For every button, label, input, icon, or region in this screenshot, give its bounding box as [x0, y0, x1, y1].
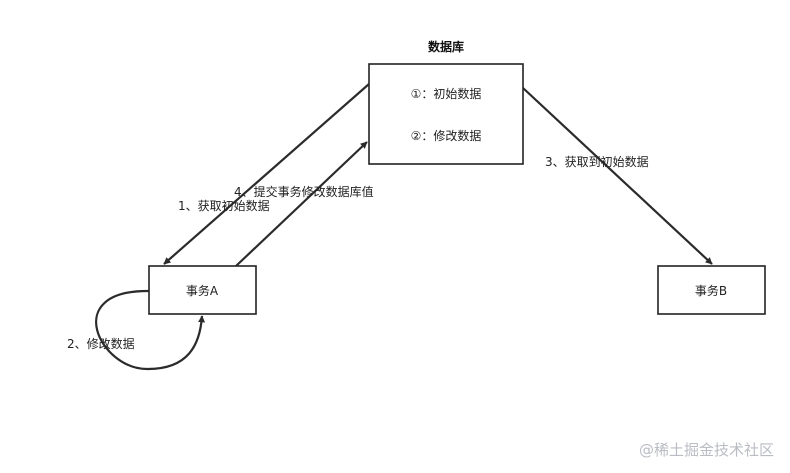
modify-self-loop-arrow: [95, 289, 206, 371]
database-line-modified-data: ②：修改数据: [411, 128, 482, 143]
fetch-initial-arrow-a: [163, 83, 370, 265]
modify-label: 2、修改数据: [67, 336, 135, 351]
transaction-b-node: [657, 265, 766, 315]
database-node: [368, 63, 524, 165]
database-title: 数据库: [428, 39, 464, 54]
transaction-b-label: 事务B: [695, 283, 727, 298]
commit-label: 4、提交事务修改数据库值: [234, 184, 374, 199]
fetch-initial-label-a: 1、获取初始数据: [178, 198, 270, 213]
watermark-text: @稀土掘金技术社区: [639, 441, 774, 459]
database-line-initial-data: ①：初始数据: [411, 86, 482, 101]
fetch-initial-label-b: 3、获取到初始数据: [545, 154, 649, 169]
fetch-initial-arrow-b: [522, 87, 713, 265]
commit-arrow: [235, 141, 368, 267]
transaction-a-label: 事务A: [186, 283, 219, 298]
